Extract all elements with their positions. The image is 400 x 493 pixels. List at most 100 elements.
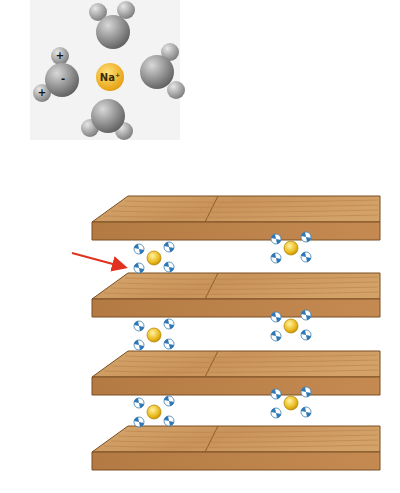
- water-shade: [139, 268, 144, 273]
- water-shade: [301, 387, 306, 392]
- water-sphere: [134, 417, 144, 427]
- water-sphere: [164, 339, 174, 349]
- slab-top: [92, 273, 380, 299]
- water-shade: [301, 330, 306, 335]
- water-shade: [306, 315, 311, 320]
- oxygen-atom: [96, 15, 130, 49]
- water-sphere: [134, 398, 144, 408]
- clay-slab: [92, 196, 380, 240]
- sodium-ion: [147, 405, 161, 419]
- hydrated-ion: [134, 242, 174, 273]
- oxygen-atom: [45, 63, 79, 97]
- water-sphere: [164, 416, 174, 426]
- wood-grain: [111, 440, 378, 442]
- water-sphere: [134, 321, 144, 331]
- slab-top: [92, 426, 380, 452]
- water-shade: [134, 263, 139, 268]
- slab-top: [92, 196, 380, 222]
- water-shade: [164, 319, 169, 324]
- wood-grain: [118, 205, 378, 207]
- charge-sign: -: [61, 74, 65, 84]
- water-shade: [271, 408, 276, 413]
- charge-sign: +: [38, 88, 46, 98]
- charge-sign: +: [56, 51, 64, 61]
- water-shade: [301, 252, 306, 257]
- water-sphere: [301, 232, 311, 242]
- pointer-arrow: [72, 253, 124, 267]
- water-shade: [134, 398, 139, 403]
- wood-grain: [111, 210, 378, 212]
- ion-label: Na⁺: [100, 72, 120, 83]
- hydrated-ion: [271, 232, 311, 263]
- clay-slab: [92, 273, 380, 317]
- water-sphere: [271, 389, 281, 399]
- hydrogen-atom: [51, 47, 69, 65]
- water-shade: [271, 253, 276, 258]
- hydrogen-atom: [117, 1, 135, 19]
- water-shade: [139, 345, 144, 350]
- wood-grain: [118, 435, 378, 437]
- water-shade: [306, 392, 311, 397]
- water-sphere: [301, 310, 311, 320]
- slab-front: [92, 222, 380, 240]
- wood-grain: [104, 445, 378, 447]
- water-sphere: [164, 242, 174, 252]
- hydrogen-atom: [167, 81, 185, 99]
- slab-fold: [205, 273, 218, 299]
- wood-grain: [104, 292, 378, 294]
- water-shade: [276, 413, 281, 418]
- wood-grain: [125, 200, 378, 202]
- water-shade: [164, 242, 169, 247]
- water-sphere: [134, 244, 144, 254]
- sodium-ion-circle: Na⁺: [96, 63, 124, 91]
- sodium-ion: [284, 396, 298, 410]
- water-sphere: [271, 331, 281, 341]
- wood-grain: [104, 215, 378, 217]
- clay-slab: [92, 351, 380, 395]
- slab-front: [92, 377, 380, 395]
- water-sphere: [164, 262, 174, 272]
- hydrated-ion: [134, 396, 174, 427]
- slab-fold: [205, 426, 218, 452]
- water-shade: [169, 401, 174, 406]
- water-molecules: [33, 1, 185, 140]
- wood-grain: [125, 355, 378, 357]
- water-shade: [169, 344, 174, 349]
- oxygen-atom: [91, 99, 125, 133]
- sodium-ion: [147, 251, 161, 265]
- water-shade: [276, 317, 281, 322]
- water-sphere: [271, 234, 281, 244]
- sodium-ion: [284, 319, 298, 333]
- water-sphere: [271, 253, 281, 263]
- hydrated-ion: [271, 387, 311, 418]
- water-shade: [306, 257, 311, 262]
- wood-grain: [125, 430, 378, 432]
- wood-grain: [118, 360, 378, 362]
- water-shade: [276, 258, 281, 263]
- water-shade: [164, 339, 169, 344]
- water-shade: [169, 267, 174, 272]
- water-shade: [301, 232, 306, 237]
- water-sphere: [301, 387, 311, 397]
- hydrated-ion: [271, 310, 311, 341]
- water-sphere: [271, 312, 281, 322]
- slab-front: [92, 299, 380, 317]
- sodium-ion: [284, 241, 298, 255]
- water-shade: [271, 389, 276, 394]
- water-sphere: [164, 396, 174, 406]
- water-shade: [271, 234, 276, 239]
- water-sphere: [134, 340, 144, 350]
- water-shade: [306, 412, 311, 417]
- water-shade: [139, 326, 144, 331]
- slab-top: [92, 351, 380, 377]
- water-shade: [276, 336, 281, 341]
- water-shade: [169, 324, 174, 329]
- wood-grain: [104, 370, 378, 372]
- water-shade: [164, 416, 169, 421]
- water-shade: [276, 239, 281, 244]
- water-shade: [306, 335, 311, 340]
- water-shade: [306, 237, 311, 242]
- water-sphere: [301, 330, 311, 340]
- water-shade: [134, 244, 139, 249]
